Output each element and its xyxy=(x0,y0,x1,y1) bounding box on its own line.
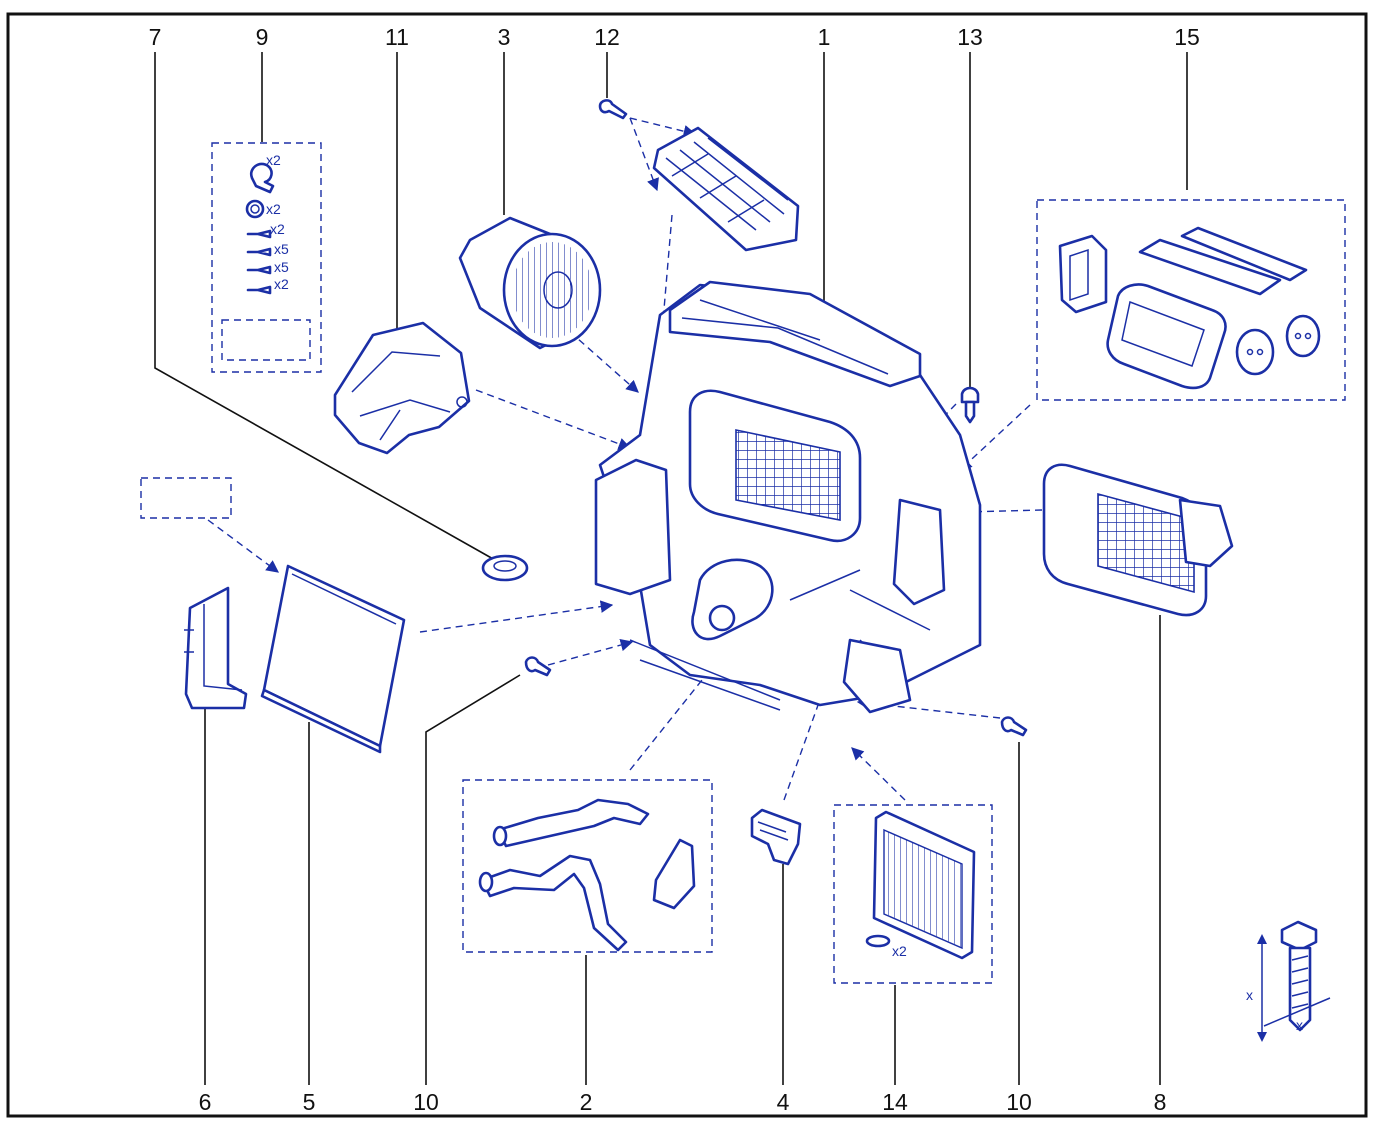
kit-2-pipes xyxy=(478,798,696,952)
washer-icon xyxy=(245,199,265,219)
screw-12-icon xyxy=(598,99,628,120)
grommet xyxy=(481,554,529,582)
pipe-lower xyxy=(480,854,628,952)
seal-plug-a xyxy=(1235,328,1275,376)
callout-6: 6 xyxy=(199,1089,212,1115)
seal-block xyxy=(1058,234,1108,314)
o-ring-icon xyxy=(865,934,891,948)
callouts-bottom: 6 5 10 2 4 14 10 8 xyxy=(199,1089,1167,1115)
blower-resistor xyxy=(750,808,802,866)
lower-actuator xyxy=(842,638,912,714)
dim-label-height: x xyxy=(1246,987,1253,1003)
seal-strip-a xyxy=(1138,238,1282,296)
kit9-qty-6: x2 xyxy=(274,276,289,292)
filter-cover xyxy=(184,586,248,710)
callout-10-right: 10 xyxy=(1006,1089,1032,1115)
part-7-grommet xyxy=(481,554,529,582)
kit-9-fasteners: x2 x2 x2 x5 x5 x2 xyxy=(245,152,289,295)
bolt-head-icon xyxy=(1280,920,1318,952)
callout-8: 8 xyxy=(1154,1089,1167,1115)
right-module xyxy=(892,498,946,606)
screw-10-left-icon xyxy=(524,656,552,677)
seal-ring xyxy=(1106,283,1227,390)
kit-14-box xyxy=(833,804,993,984)
seal-strip-b xyxy=(1180,226,1308,282)
callout-1: 1 xyxy=(818,24,831,50)
leader-7 xyxy=(154,52,496,561)
screw-icons xyxy=(246,229,272,295)
part-3-blower xyxy=(458,216,602,350)
callout-5: 5 xyxy=(303,1089,316,1115)
actuator-board xyxy=(652,126,800,252)
part-8-heater-core xyxy=(1042,463,1234,617)
callout-11: 11 xyxy=(385,24,409,50)
part-13-screw xyxy=(960,386,980,424)
callout-15: 15 xyxy=(1174,24,1200,50)
heater-core-grid xyxy=(1097,492,1195,594)
callout-14: 14 xyxy=(882,1089,908,1115)
callout-12: 12 xyxy=(594,24,620,50)
kit-15-seals xyxy=(1058,226,1321,390)
top-duct xyxy=(668,280,922,388)
kit-9-box xyxy=(211,142,322,373)
callouts-top: 7 9 11 3 12 1 13 15 xyxy=(149,24,1200,50)
kit9-qty-4: x5 xyxy=(274,241,289,257)
diagram-frame xyxy=(6,12,1368,1118)
leader-lines xyxy=(154,52,1188,1085)
part-1-housing xyxy=(594,280,982,714)
callout-4: 4 xyxy=(777,1089,790,1115)
screw-10-right-icon xyxy=(1000,716,1028,737)
kit-9-label-box xyxy=(221,319,311,361)
clip-icon xyxy=(249,162,275,194)
part-12-module xyxy=(598,99,800,252)
part-4-resistor xyxy=(750,808,802,866)
seal-plug-b xyxy=(1285,314,1321,358)
kit14-qty: x2 xyxy=(892,943,907,959)
callout-9: 9 xyxy=(256,24,269,50)
kit-2-box xyxy=(462,779,713,953)
kit9-qty-2: x2 xyxy=(266,201,281,217)
leader-10-left xyxy=(425,674,521,1085)
callout-2: 2 xyxy=(580,1089,593,1115)
kit-14-evaporator: x2 xyxy=(865,810,976,960)
dim-label-width: x xyxy=(1296,1017,1303,1033)
callout-13: 13 xyxy=(957,24,983,50)
callout-3: 3 xyxy=(498,24,511,50)
group-boxes xyxy=(140,142,1346,984)
part-5-filter xyxy=(260,564,406,754)
bolt-dimension-symbol: x x xyxy=(1246,920,1331,1042)
cabin-filter xyxy=(262,564,406,748)
screw-13-icon xyxy=(960,386,980,404)
kit9-qty-5: x5 xyxy=(274,259,289,275)
part-11-duct xyxy=(333,321,471,455)
evaporator-grid xyxy=(735,429,841,521)
pipe-upper xyxy=(496,798,650,848)
kit9-qty-3: x2 xyxy=(270,221,285,237)
left-panel xyxy=(594,458,672,596)
kit9-qty-1: x2 xyxy=(266,152,281,168)
part-6-cover xyxy=(184,586,248,710)
part-10-screws xyxy=(524,656,1028,737)
kit-15-box xyxy=(1036,199,1346,401)
part-box-empty xyxy=(140,477,232,519)
pipe-bracket xyxy=(652,838,696,910)
callout-7: 7 xyxy=(149,24,162,50)
callout-10-left: 10 xyxy=(413,1089,439,1115)
